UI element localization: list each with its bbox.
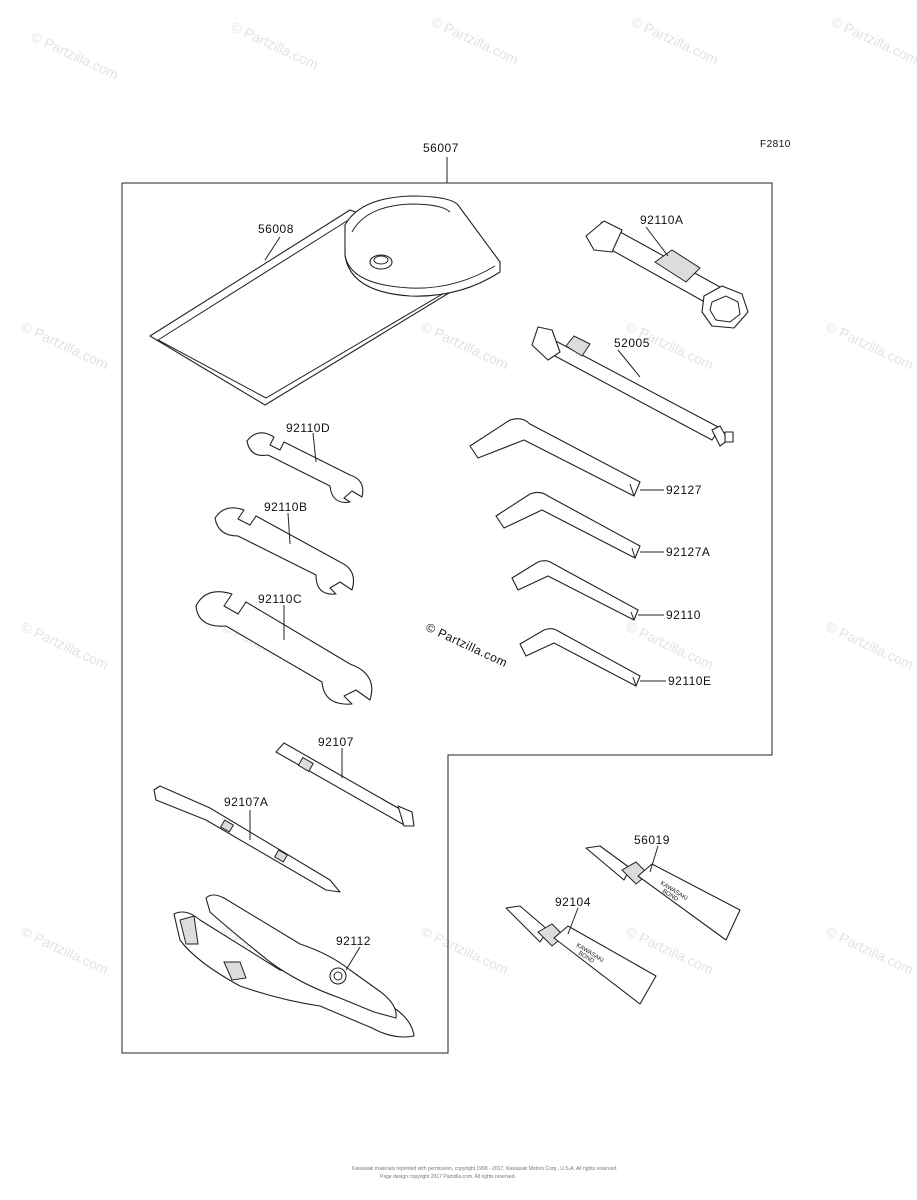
watermark-layer: © Partzilla.com © Partzilla.com © Partzi… (19, 13, 917, 977)
watermark-text: © Partzilla.com (19, 318, 111, 372)
bond-tube-1: KAWASAKI BOND (585, 845, 741, 941)
hex-key-large (469, 418, 641, 497)
leader-line (287, 512, 291, 545)
tool-pouch (149, 195, 501, 406)
watermark-text: © Partzilla.com (629, 13, 721, 67)
watermark-text: © Partzilla.com (29, 28, 121, 82)
watermark-text: © Partzilla.com (829, 13, 917, 67)
screwdriver-handle (275, 742, 415, 827)
hex-key-2 (495, 491, 641, 559)
wrench-b (214, 507, 355, 595)
part-label-box-wrench[interactable]: 92110A (640, 213, 683, 227)
screwdriver-bit (153, 785, 341, 893)
watermark-text: © Partzilla.com (419, 923, 511, 977)
watermark-text: © Partzilla.com (19, 618, 111, 672)
leader-line (649, 845, 659, 873)
part-label-pliers[interactable]: 92112 (336, 934, 371, 948)
part-label-wrench-b[interactable]: 92110B (264, 500, 307, 514)
part-label-pouch[interactable]: 56008 (258, 222, 294, 236)
watermark-text: © Partzilla.com (824, 318, 916, 372)
watermark-text: © Partzilla.com (429, 13, 521, 67)
center-watermark: © Partzilla.com (424, 620, 510, 670)
leader-line (567, 907, 579, 935)
part-label-hex-small[interactable]: 92110E (668, 674, 711, 688)
part-label-spark-plug-rod[interactable]: 52005 (614, 336, 650, 350)
watermark-text: © Partzilla.com (229, 18, 321, 72)
box-wrench (585, 220, 749, 329)
part-label-kit[interactable]: 56007 (423, 141, 459, 155)
leader-line (645, 226, 669, 257)
part-label-screwdriver-bit[interactable]: 92107A (224, 795, 268, 809)
watermark-text: © Partzilla.com (824, 618, 916, 672)
kit-boundary (121, 182, 773, 1054)
part-label-wrench-d[interactable]: 92110D (286, 421, 330, 435)
footer-copyright: Page design copyright 2017 Partzilla.com… (380, 1174, 516, 1180)
part-label-wrench-c[interactable]: 92110C (258, 592, 302, 606)
figure-code: F2810 (760, 139, 791, 150)
hex-key-3 (511, 560, 639, 621)
part-label-hex-2[interactable]: 92127A (666, 545, 710, 559)
wrench-d (246, 432, 364, 503)
part-label-hex-3[interactable]: 92110 (666, 608, 701, 622)
part-label-bond-tube-2[interactable]: 92104 (555, 895, 591, 909)
watermark-text: © Partzilla.com (19, 923, 111, 977)
spark-plug-rod (531, 326, 734, 447)
watermark-text: © Partzilla.com (624, 618, 716, 672)
hex-key-small (519, 628, 641, 687)
bond-tube-2: KAWASAKI BOND (505, 905, 657, 1005)
leader-line (312, 432, 317, 463)
leader-line (345, 946, 361, 971)
leader-line (264, 236, 281, 261)
wrench-c (195, 591, 373, 705)
watermark-text: © Partzilla.com (419, 318, 511, 372)
part-label-bond-tube-1[interactable]: 56019 (634, 833, 670, 847)
footer-copyright: Kawasaki materials reprinted with permis… (352, 1166, 617, 1172)
part-label-hex-large[interactable]: 92127 (666, 483, 702, 497)
pliers (173, 894, 415, 1038)
watermark-text: © Partzilla.com (824, 923, 916, 977)
part-label-screwdriver-handle[interactable]: 92107 (318, 735, 354, 749)
leader-line (617, 349, 641, 378)
